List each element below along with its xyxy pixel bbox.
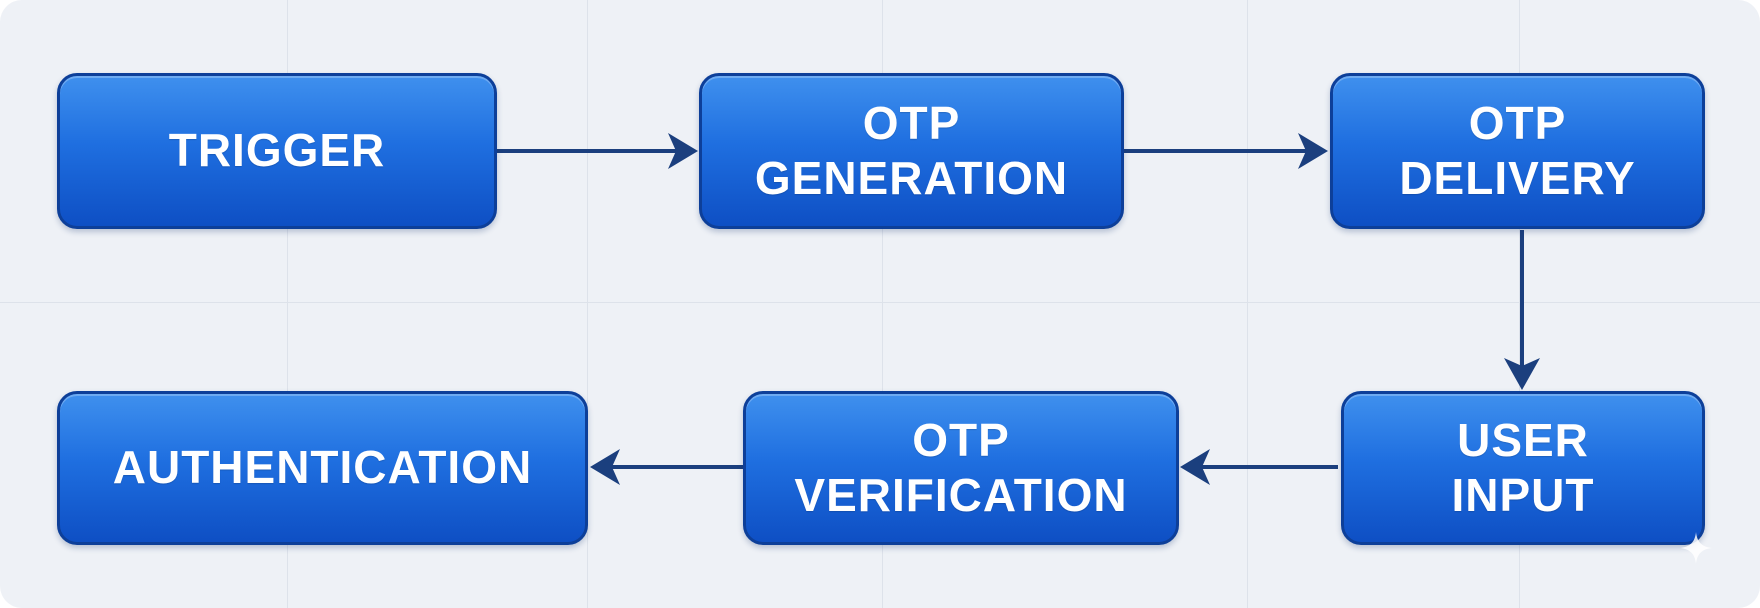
- sparkle-icon: [1680, 532, 1712, 564]
- arrow-input-to-verification: [1180, 449, 1338, 485]
- arrow-generation-to-delivery: [1124, 133, 1328, 169]
- node-trigger[interactable]: TRIGGER: [57, 73, 497, 229]
- grid-line: [587, 0, 588, 608]
- grid-line: [0, 302, 1760, 303]
- arrow-trigger-to-generation: [497, 133, 698, 169]
- arrow-delivery-to-input: [1504, 230, 1540, 390]
- node-otp-generation[interactable]: OTP GENERATION: [699, 73, 1124, 229]
- grid-line: [287, 0, 288, 608]
- node-otp-verification[interactable]: OTP VERIFICATION: [743, 391, 1179, 545]
- node-user-input[interactable]: USER INPUT: [1341, 391, 1705, 545]
- node-otp-delivery[interactable]: OTP DELIVERY: [1330, 73, 1705, 229]
- grid-line: [1519, 0, 1520, 608]
- arrow-verification-to-authentication: [590, 449, 743, 485]
- grid-line: [882, 0, 883, 608]
- grid-line: [1247, 0, 1248, 608]
- node-authentication[interactable]: AUTHENTICATION: [57, 391, 588, 545]
